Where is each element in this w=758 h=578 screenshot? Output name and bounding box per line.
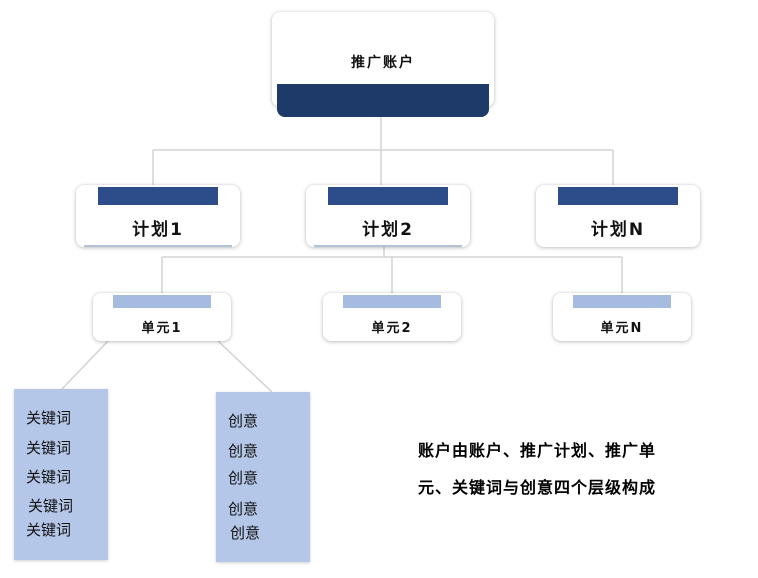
- root-node-account: 推广账户: [272, 12, 494, 117]
- keyword-item: 关键词: [26, 468, 72, 486]
- creative-item: 创意: [230, 524, 261, 542]
- plan-node-label: 计划2: [362, 220, 414, 240]
- keyword-item: 关键词: [26, 439, 72, 457]
- keyword-item: 关键词: [26, 521, 72, 539]
- unit-node-band: [573, 295, 671, 308]
- creative-item: 创意: [228, 442, 259, 460]
- unit-node-band: [343, 295, 441, 308]
- unit-node-band: [113, 295, 211, 308]
- plan-node-band: [328, 187, 448, 205]
- plan-node-underline: [84, 245, 232, 247]
- root-node-pointer: [368, 104, 394, 116]
- keyword-item: 关键词: [28, 497, 74, 515]
- creative-item: 创意: [228, 412, 259, 430]
- unit-node-label: 单元N: [600, 321, 644, 336]
- creative-item: 创意: [228, 500, 259, 518]
- unit-node-n: 单元N: [553, 293, 691, 341]
- root-node-label: 推广账户: [351, 55, 415, 71]
- keyword-item: 关键词: [26, 409, 72, 427]
- unit-node-label: 单元1: [141, 321, 183, 336]
- unit-node-1: 单元1: [93, 293, 231, 341]
- summary-text-line-2: 元、关键词与创意四个层级构成: [418, 478, 657, 497]
- plan-node-label: 计划1: [132, 220, 184, 240]
- summary-text-line-1: 账户由账户、推广计划、推广单: [418, 441, 657, 460]
- plan-node-2: 计划2: [306, 185, 470, 247]
- creative-list: 创意 创意 创意 创意 创意: [216, 392, 310, 562]
- plan-node-band: [558, 187, 678, 205]
- plan-node-band: [98, 187, 218, 205]
- plan-node-underline: [314, 245, 462, 247]
- plan-node-n: 计划N: [536, 185, 700, 247]
- plan-node-label: 计划N: [590, 220, 646, 240]
- unit-node-2: 单元2: [323, 293, 461, 341]
- plan-node-1: 计划1: [76, 185, 240, 247]
- creative-item: 创意: [228, 469, 259, 487]
- keyword-list: 关键词 关键词 关键词 关键词 关键词: [14, 389, 108, 560]
- unit-node-label: 单元2: [371, 321, 413, 336]
